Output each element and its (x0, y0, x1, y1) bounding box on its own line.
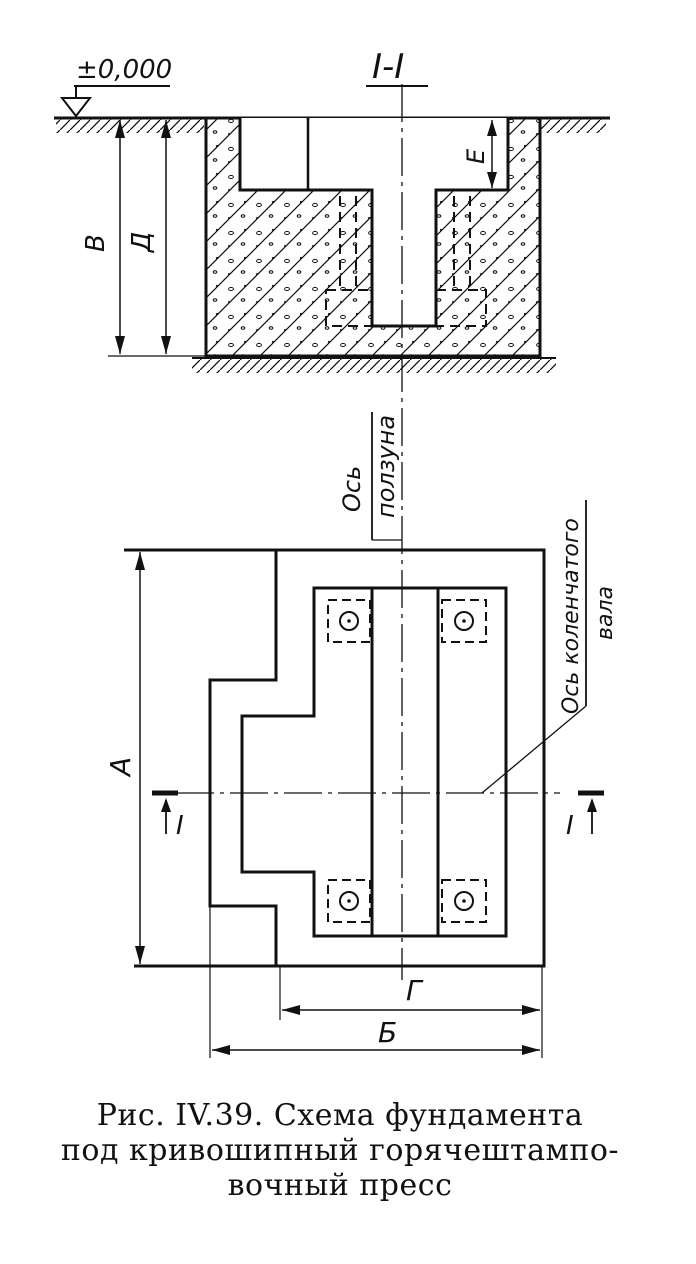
crankshaft-axis-label-1: Ось коленчатого (559, 518, 584, 714)
cut-mark-right-label: I (566, 811, 574, 841)
slider-axis-label-2: ползуна (372, 415, 400, 518)
crankshaft-axis-label-2: вала (593, 586, 618, 640)
dim-g-label: Г (406, 974, 424, 1007)
soil-hatch-left (56, 119, 204, 133)
figure-caption: Рис. IV.39. Схема фундамента под кривоши… (40, 1098, 640, 1203)
soil-hatch-bottom (192, 359, 556, 373)
anchor-well-left (325, 289, 373, 327)
section-title: I-I (372, 47, 404, 87)
cut-mark-left-arrowhead (161, 798, 171, 812)
caption-line-3: вочный пресс (227, 1168, 453, 1203)
dim-b-arrow-right (522, 1045, 540, 1055)
cut-mark-left-label: I (176, 811, 184, 841)
slider-axis: Ось ползуна (338, 84, 403, 980)
dim-d-arrow-bottom (161, 336, 171, 354)
plan-view: Ось коленчатого вала I I А Г Б (104, 500, 618, 1058)
plan-inner-step (240, 586, 508, 938)
soil-hatch-right (540, 119, 606, 133)
dim-e-arrow-bottom (487, 172, 497, 188)
dim-b-label: Б (378, 1016, 397, 1049)
cut-mark-right-arrowhead (587, 798, 597, 812)
pit-upper-fill (242, 120, 506, 188)
dim-g-arrow-right (522, 1005, 540, 1015)
dim-d-label: Д (127, 232, 157, 253)
dim-e-label: Е (462, 148, 490, 164)
dim-a-arrow-bottom (135, 946, 145, 964)
level-mark-text: ±0,000 (76, 55, 172, 85)
plan-outer-contour (134, 548, 546, 968)
dim-d-arrow-top (161, 120, 171, 138)
dim-v-arrow-bottom (115, 336, 125, 354)
caption-line-1: Рис. IV.39. Схема фундамента (96, 1098, 584, 1133)
anchor-wells-plan (327, 599, 487, 923)
dim-a-label: А (104, 757, 137, 778)
anchor-well-plan-tr (441, 599, 487, 643)
anchor-well-plan-tl (327, 599, 371, 643)
caption-line-2: под кривошипный горячештампо- (60, 1133, 620, 1168)
section-view: I-I ±0,000 (54, 47, 610, 373)
slider-guide-strip (370, 586, 440, 938)
dim-v-arrow-top (115, 120, 125, 138)
dim-g-arrow-left (282, 1005, 300, 1015)
crankshaft-axis-leader (481, 705, 587, 794)
dim-b-arrow-left (212, 1045, 230, 1055)
anchor-bolt-plan-tl-dot (347, 619, 351, 623)
anchor-wells-section (325, 196, 487, 327)
pit-lower-fill (374, 190, 434, 324)
anchor-well-plan-bl (327, 879, 371, 923)
anchor-well-right (435, 289, 487, 327)
slider-axis-label-1: Ось (338, 466, 366, 512)
anchor-bolt-plan-bl (339, 891, 359, 911)
anchor-bolt-plan-bl-dot (347, 899, 351, 903)
dim-a-arrow-top (135, 552, 145, 570)
anchor-bolt-plan-br (454, 891, 474, 911)
anchor-well-plan-br (441, 879, 487, 923)
level-mark-triangle (59, 97, 93, 118)
anchor-bolt-plan-tr (454, 611, 474, 631)
anchor-bolt-plan-tl (339, 611, 359, 631)
dim-e-arrow-top (487, 120, 497, 136)
anchor-bolt-plan-tr-dot (462, 619, 466, 623)
dim-v-label: В (81, 234, 111, 252)
anchor-bolt-plan-br-dot (462, 899, 466, 903)
